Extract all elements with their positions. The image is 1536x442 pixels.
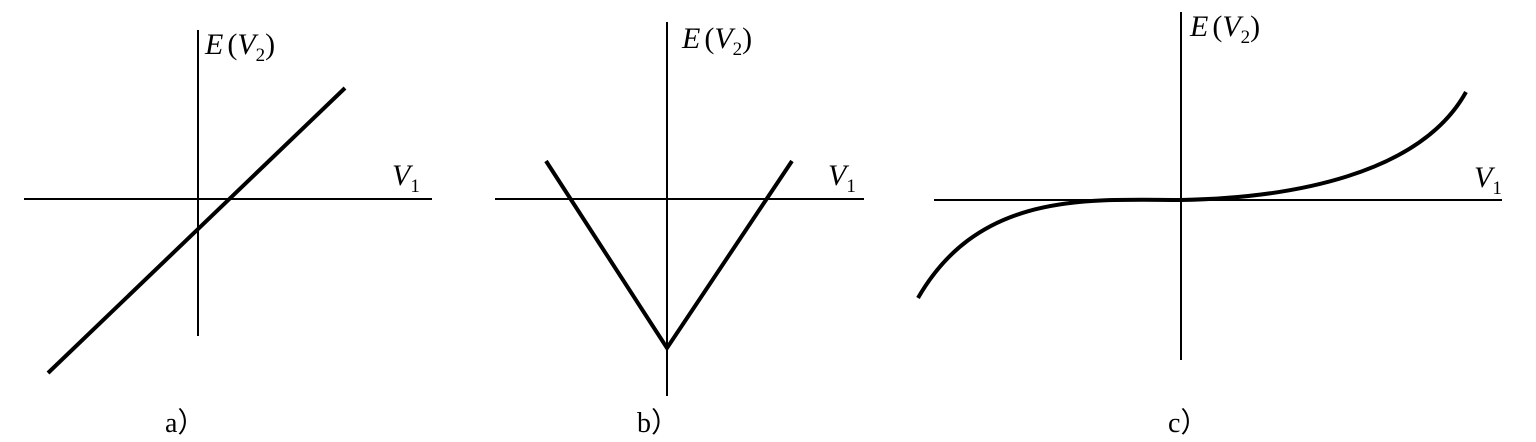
caption-c: c） (1168, 407, 1208, 439)
panel-b: E(V2) V1 b） (495, 22, 864, 439)
y-axis-label-c: E(V2) (1189, 10, 1260, 48)
x-axis-label-b: V1 (828, 159, 856, 197)
x-axis-label-a: V1 (392, 159, 420, 197)
y-axis-label-b: E(V2) (681, 22, 752, 60)
caption-b: b） (637, 407, 679, 439)
curve-b-v-shape (544, 159, 794, 352)
caption-a: a） (165, 407, 205, 439)
curve-c-cubic (916, 91, 1468, 299)
x-axis-label-c: V1 (1474, 161, 1502, 199)
panel-a: E(V2) V1 a） (24, 28, 432, 439)
curve-a-linear (46, 86, 347, 375)
y-axis-label-a: E(V2) (204, 28, 275, 66)
panel-c: E(V2) V1 c） (916, 10, 1502, 439)
